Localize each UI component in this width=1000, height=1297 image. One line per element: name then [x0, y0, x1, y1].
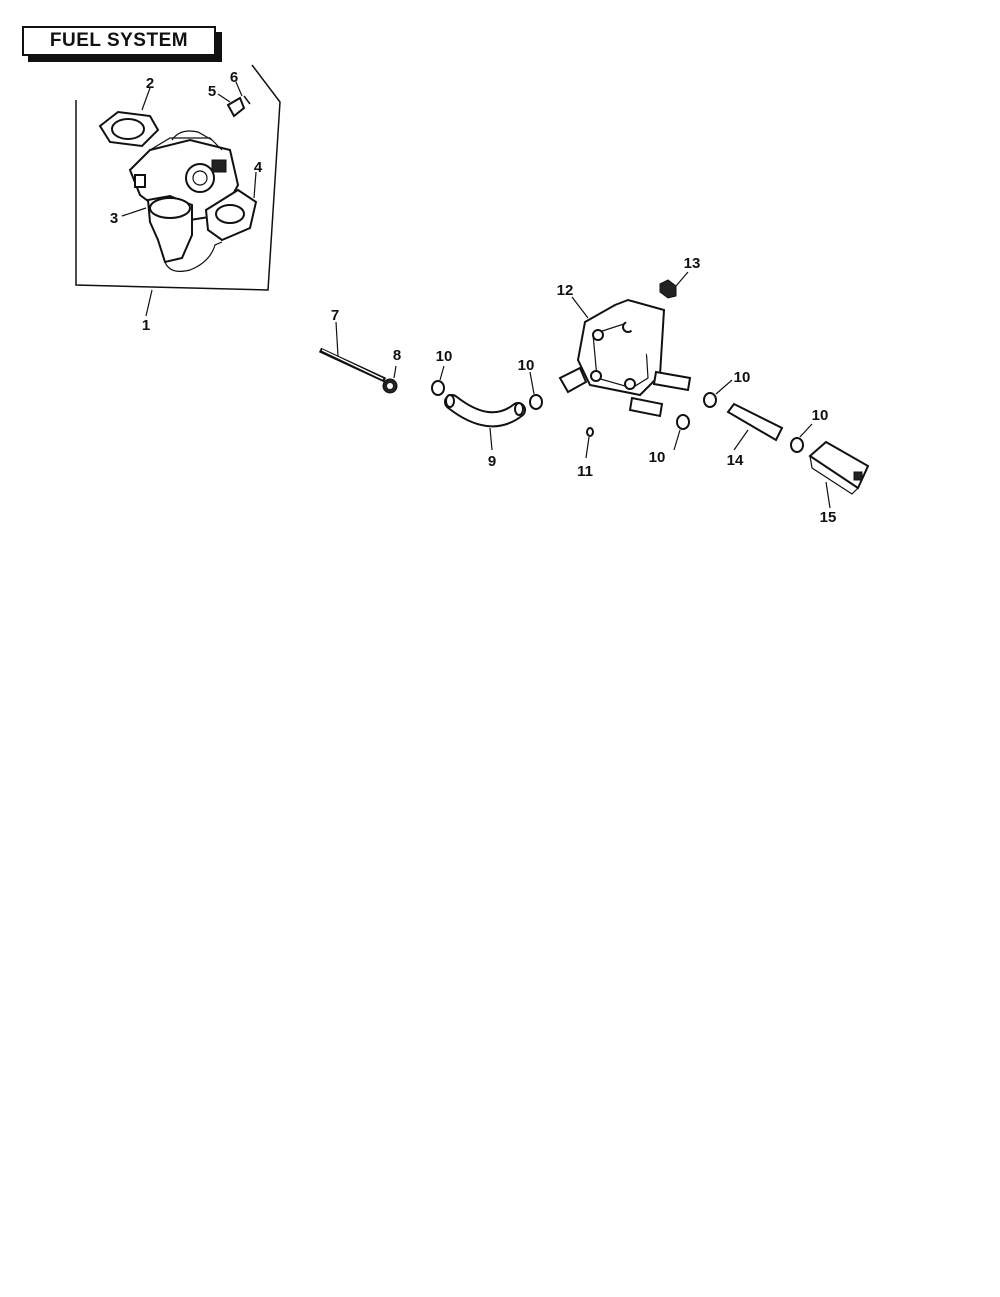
assembly-bracket-outline [75, 64, 281, 291]
screw-part-11 [585, 427, 594, 459]
nut-part-8 [382, 365, 398, 394]
callout-14: 14 [727, 452, 744, 469]
callout-3: 3 [110, 210, 118, 227]
callout-9: 9 [488, 453, 496, 470]
screw-part-6 [243, 95, 251, 105]
leader-line-4 [253, 171, 257, 199]
section-title: FUEL SYSTEM [49, 30, 189, 51]
fuel-pump-part-12 [558, 296, 692, 418]
fitting-part-13 [659, 271, 689, 299]
leader-line-5 [217, 93, 231, 103]
leader-line-3 [121, 207, 147, 217]
gasket-part-4 [204, 188, 258, 242]
fuel-filter-part-15 [808, 440, 870, 509]
callout-10d: 10 [734, 369, 751, 386]
leader-line-6 [235, 81, 243, 97]
callout-10b: 10 [518, 357, 535, 374]
hose-part-14 [726, 402, 784, 451]
callout-10e: 10 [812, 407, 829, 424]
callout-11: 11 [577, 463, 593, 480]
clamp-part-10a [431, 365, 445, 396]
callout-15: 15 [820, 509, 837, 526]
callout-1: 1 [142, 317, 150, 334]
callout-10c: 10 [649, 449, 666, 466]
carburetor-assembly-group [75, 64, 281, 317]
clamp-part-10d [703, 379, 733, 408]
stud-part-7 [318, 321, 387, 383]
callout-4: 4 [254, 159, 263, 176]
gasket-part-2 [98, 110, 160, 148]
clamp-part-10c [673, 414, 690, 451]
carburetor-part-3 [128, 130, 240, 272]
hose-part-9 [444, 394, 526, 451]
callout-12: 12 [557, 282, 574, 299]
callout-13: 13 [684, 255, 701, 272]
callout-6: 6 [230, 69, 238, 86]
clamp-part-10b [529, 371, 543, 410]
clip-part-5 [226, 96, 246, 118]
clamp-part-10e [790, 423, 813, 453]
leader-line-1 [145, 289, 153, 317]
callout-2: 2 [146, 75, 154, 92]
callout-7: 7 [331, 307, 339, 324]
section-title-box: FUEL SYSTEM [22, 26, 216, 56]
callout-8: 8 [393, 347, 401, 364]
callout-5: 5 [208, 83, 216, 100]
callout-10a: 10 [436, 348, 453, 365]
leader-line-2 [141, 87, 151, 111]
